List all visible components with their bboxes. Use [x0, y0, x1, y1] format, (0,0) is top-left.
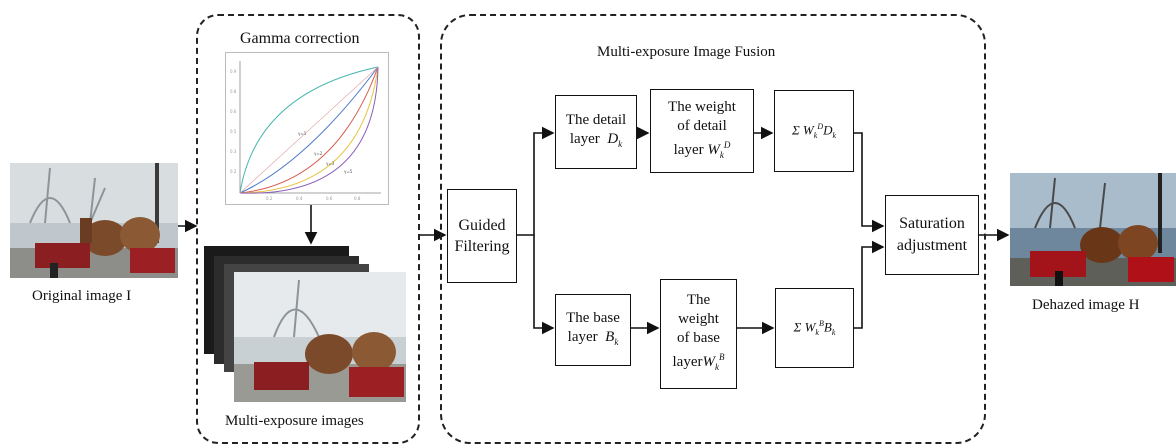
wd-layer-word: layer: [673, 141, 704, 158]
weight-detail-block: The weight of detail layer WkD: [650, 89, 754, 173]
base-layer-block: The base layer Bk: [555, 294, 631, 366]
wb-line-4: layerWkB: [672, 352, 725, 372]
detail-line-1: The detail: [565, 111, 627, 128]
svg-text:γ=3: γ=3: [326, 161, 335, 166]
arrow-to-detail: [516, 126, 555, 236]
sum-detail-block: Σ WkDDk: [774, 90, 854, 172]
svg-text:0.8: 0.8: [354, 196, 361, 201]
svg-text:γ=1: γ=1: [298, 131, 307, 136]
base-line-1: The base: [566, 309, 620, 326]
original-hazy-image: [10, 163, 178, 278]
original-caption: Original image I: [32, 288, 132, 304]
sum-detail-formula: Σ WkDDk: [791, 122, 837, 140]
curve-purple: [239, 66, 379, 194]
wb-line-1: The: [686, 292, 711, 308]
detail-sub: k: [618, 138, 623, 149]
svg-text:0.3: 0.3: [230, 149, 237, 154]
svg-text:0.2: 0.2: [230, 169, 237, 174]
wb-symbol: W: [702, 354, 715, 370]
svg-text:0.9: 0.9: [230, 69, 237, 74]
svg-text:0.8: 0.8: [230, 89, 237, 94]
svg-text:0.4: 0.4: [296, 196, 303, 201]
dehazed-caption: Dehazed image H: [1032, 297, 1140, 313]
dehazed-image: [1010, 173, 1176, 286]
svg-text:γ=2: γ=2: [314, 151, 323, 156]
wd-symbol: W: [707, 141, 720, 158]
fusion-title: Multi-exposure Image Fusion: [597, 44, 776, 60]
arrow-to-base: [533, 235, 555, 335]
multi-exposure-stack: [204, 246, 408, 406]
base-sub: k: [614, 336, 619, 347]
detail-line-2: layer Dk: [570, 130, 622, 154]
svg-text:0.5: 0.5: [230, 129, 237, 134]
svg-text:0.2: 0.2: [266, 196, 273, 201]
svg-text:0.6: 0.6: [230, 109, 237, 114]
sat-line-1: Saturation: [899, 215, 965, 232]
arrow-sumD-to-saturation: [852, 132, 885, 233]
curve-red: [239, 66, 379, 194]
multi-exposure-caption: Multi-exposure images: [225, 413, 364, 429]
arrow-sumB-to-saturation: [852, 240, 885, 329]
detail-layer-block: The detail layer Dk: [555, 95, 637, 169]
wd-line-2: of detail: [677, 117, 727, 134]
base-line-2: layer Bk: [568, 328, 619, 352]
curve-blue: [239, 66, 379, 194]
svg-text:γ=5: γ=5: [344, 169, 353, 174]
guided-line-1: Guided: [458, 217, 506, 234]
base-symbol: B: [605, 328, 615, 345]
sum-base-block: Σ WkBBk: [775, 288, 854, 368]
weight-base-block: The weight of base layerWkB: [660, 279, 737, 389]
curve-yellow: [239, 66, 379, 194]
wd-line-1: The weight: [668, 98, 736, 115]
detail-layer-word: layer: [569, 130, 600, 147]
base-layer-word: layer: [567, 328, 598, 345]
curve-teal: [239, 66, 379, 194]
sum-base-formula: Σ WkBBk: [793, 319, 836, 337]
wd-line-3: layer WkD: [673, 139, 731, 160]
wb-line-3: of base: [677, 330, 720, 346]
gamma-correction-group: [196, 14, 420, 444]
saturation-adjustment-block: Saturation adjustment: [885, 195, 979, 275]
gamma-title: Gamma correction: [240, 30, 360, 47]
svg-text:0.6: 0.6: [326, 196, 333, 201]
sat-line-2: adjustment: [896, 237, 968, 254]
guided-filtering-block: Guided Filtering: [447, 189, 517, 283]
fusion-group: [440, 14, 986, 444]
wb-layer-word: layer: [672, 354, 703, 370]
guided-line-2: Filtering: [454, 238, 510, 255]
wb-line-2: weight: [678, 311, 719, 327]
detail-symbol: D: [607, 130, 619, 147]
